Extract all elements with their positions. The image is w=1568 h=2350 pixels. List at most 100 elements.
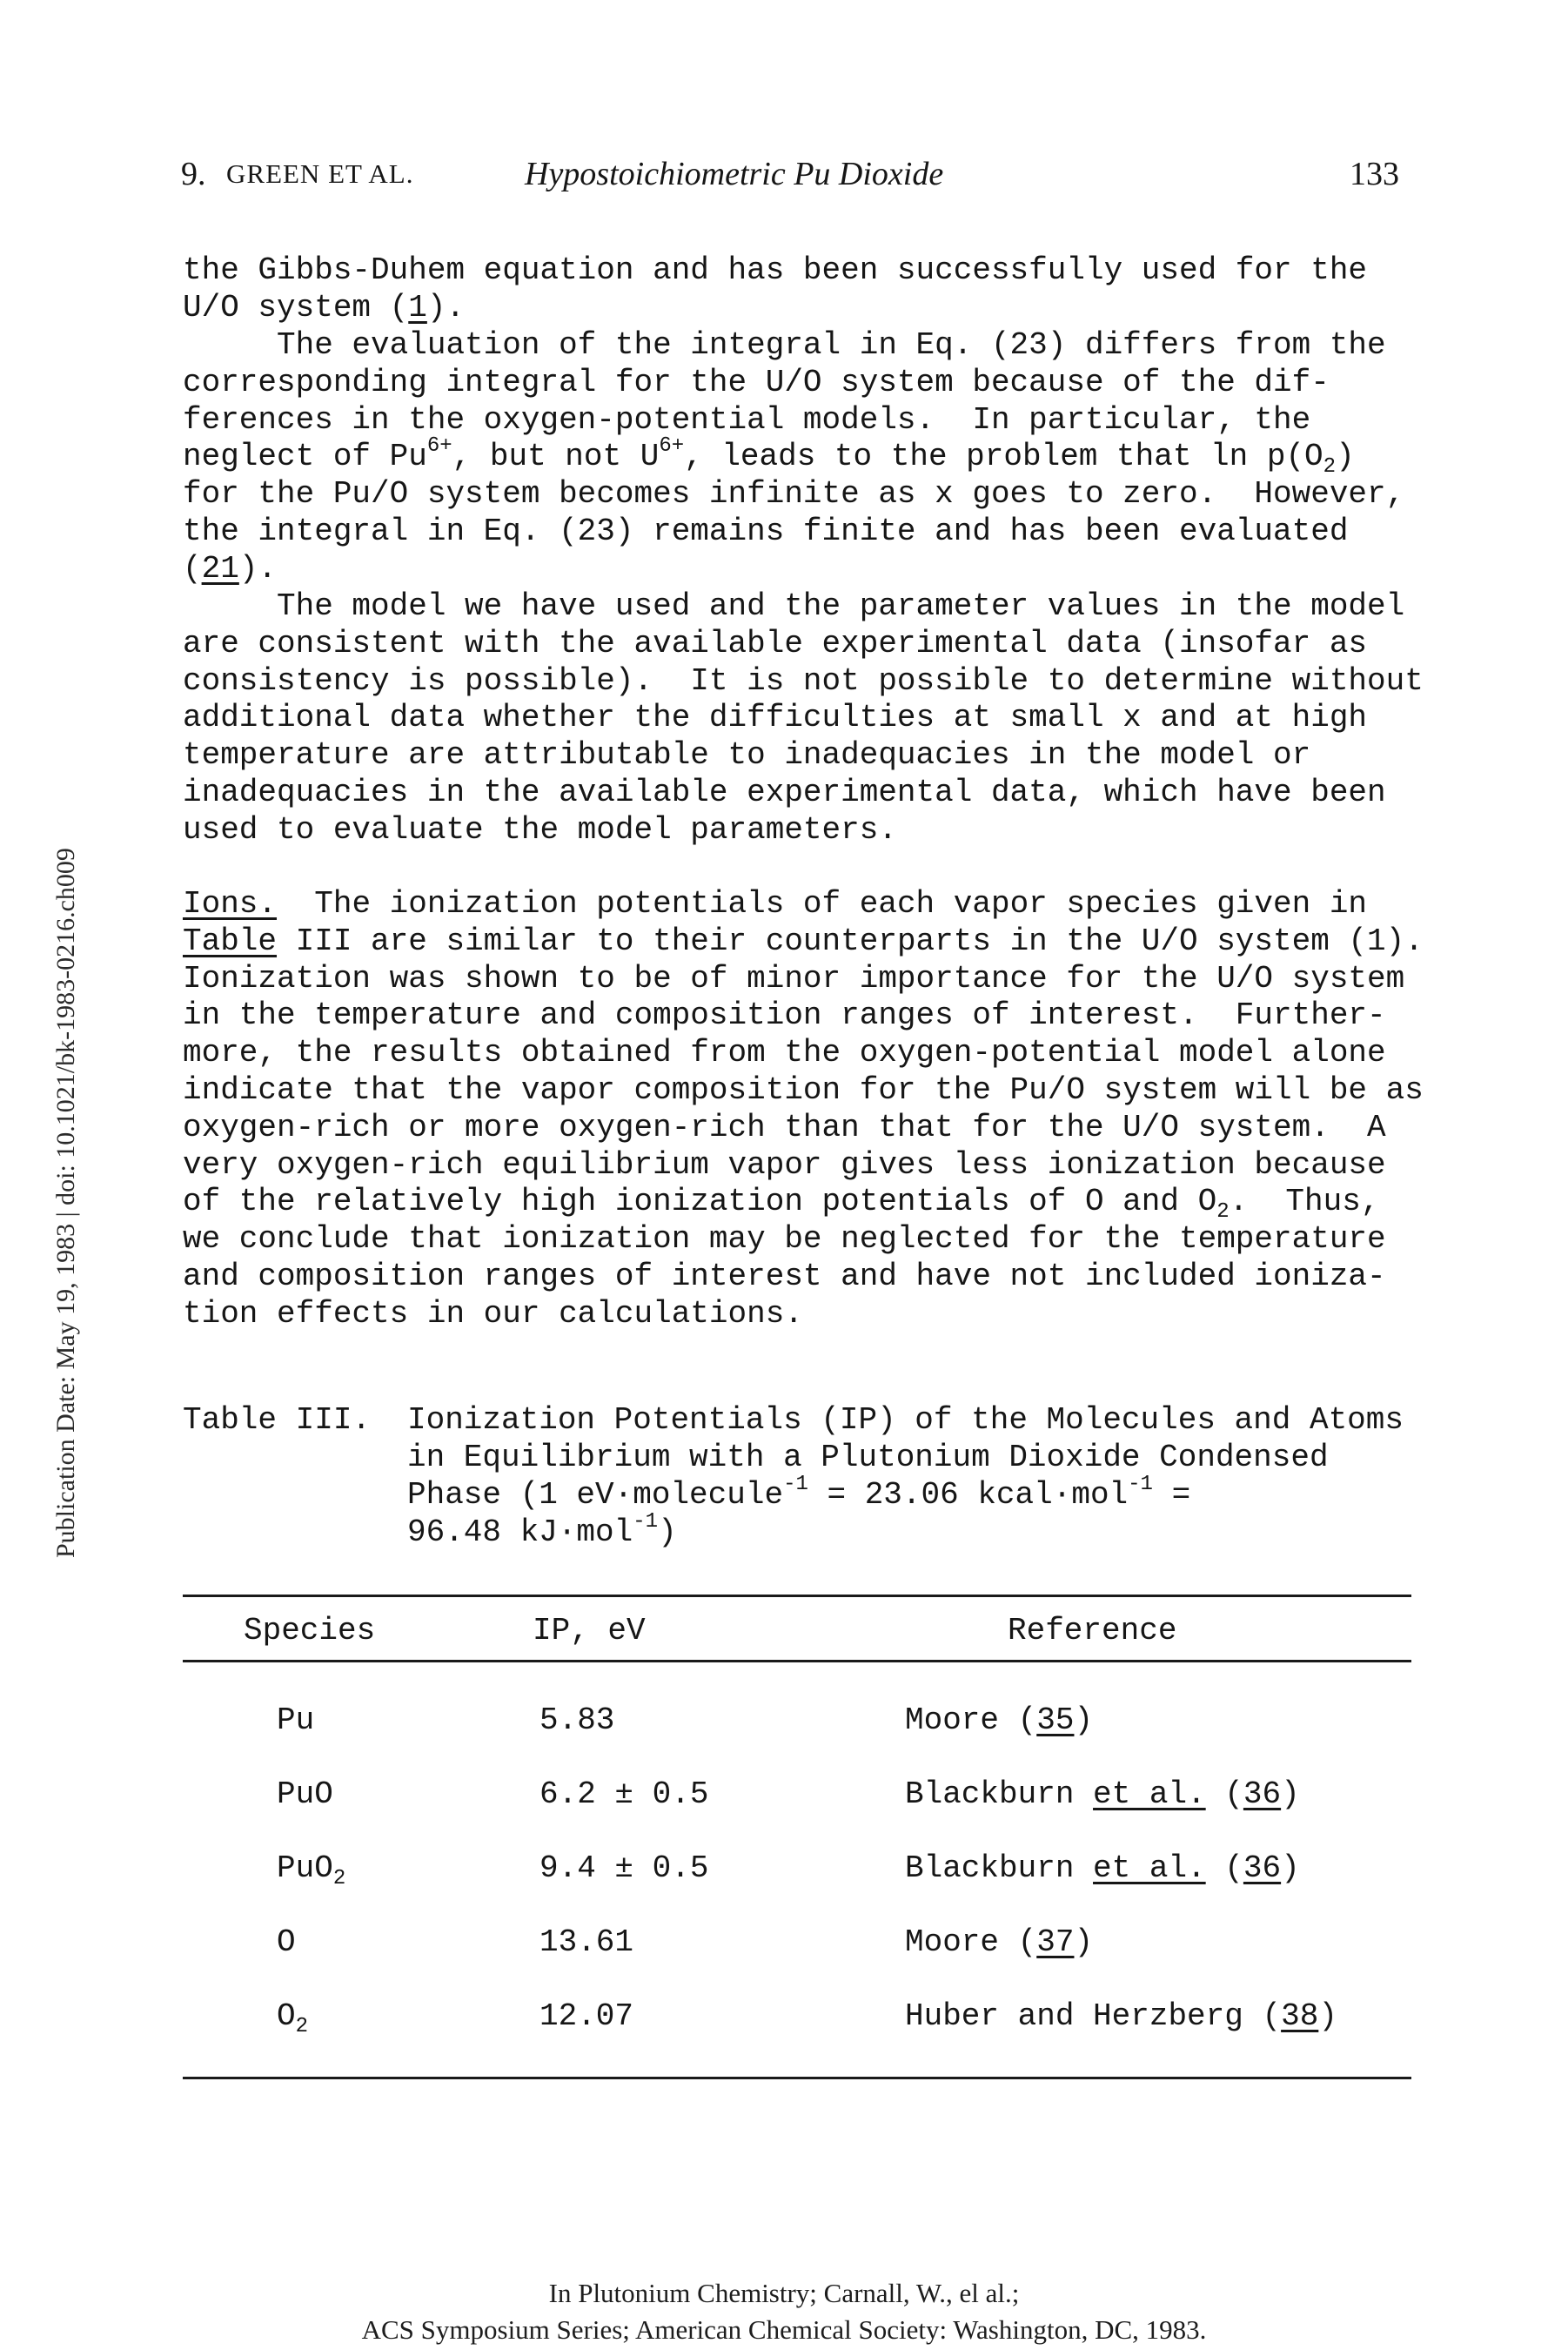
text-span: of the relatively high ionization potent… [183, 1184, 1217, 1220]
column-header-reference: Reference [1008, 1613, 1177, 1648]
text-line: indicate that the vapor composition for … [183, 1071, 1424, 1108]
cell-reference: Blackburn et al. (36) [905, 1850, 1300, 1886]
cell-reference: Huber and Herzberg (38) [905, 1998, 1337, 2034]
text-span: ) [1336, 439, 1355, 475]
text-line: the integral in Eq. (23) remains finite … [183, 513, 1349, 549]
text-line: in the temperature and composition range… [183, 997, 1386, 1034]
table-row: O2 12.07 Huber and Herzberg (38) [0, 1998, 1568, 2040]
table-row: PuO2 9.4 ± 0.5 Blackburn et al. (36) [0, 1850, 1568, 1892]
text-line: are consistent with the available experi… [183, 625, 1368, 661]
text-span: ). [238, 550, 278, 587]
citation-link[interactable]: 21 [201, 550, 239, 587]
text-line: consistency is possible). It is not poss… [183, 662, 1424, 699]
chapter-number: 9. [181, 156, 206, 192]
paragraph-2: The evaluation of the integral in Eq. (2… [183, 327, 1453, 588]
text-line: inadequacies in the available experiment… [183, 774, 1386, 810]
text-line: temperature are attributable to inadequa… [183, 737, 1311, 774]
citation-link[interactable]: 37 [1036, 1924, 1075, 1960]
subscript: 2 [1216, 1200, 1230, 1225]
table-row: PuO 6.2 ± 0.5 Blackburn et al. (36) [0, 1776, 1568, 1818]
species-formula: O [277, 1998, 296, 2034]
paragraph-ions: Ions. The ionization potentials of each … [183, 886, 1453, 1333]
footer-line: ACS Symposium Series; American Chemical … [361, 2314, 1207, 2345]
text-span: Huber and Herzberg [905, 1998, 1243, 2034]
text-span: Phase (1 eV·molecule [407, 1477, 784, 1513]
text-span: ) [1281, 1776, 1300, 1812]
subscript: 2 [332, 1867, 346, 1890]
text-line: oxygen-rich or more oxygen-rich than tha… [183, 1109, 1386, 1145]
caption-line: 96.48 kJ·mol-1) [407, 1512, 1538, 1551]
text-line: and composition ranges of interest and h… [183, 1258, 1386, 1294]
cell-species: O [277, 1924, 296, 1960]
text-line: of the relatively high ionization potent… [183, 1184, 1453, 1225]
cell-ip: 12.07 [539, 1998, 634, 2034]
cell-species: PuO [277, 1776, 333, 1812]
text-span: ) [1281, 1850, 1300, 1886]
cell-species: O2 [277, 1998, 308, 2038]
text-line: the Gibbs-Duhem equation and has been su… [183, 252, 1368, 288]
text-span: = [1152, 1477, 1191, 1513]
text-span: ). [426, 289, 466, 326]
header-authors: GREEN ET AL. [226, 158, 414, 189]
text-span: ( [999, 1702, 1037, 1738]
text-line: (21). [183, 551, 1453, 588]
text-line: Table III are similar to their counterpa… [183, 923, 1453, 961]
table-top-rule [183, 1595, 1411, 1597]
citation-link[interactable]: 35 [1036, 1702, 1075, 1738]
text-line: The evaluation of the integral in Eq. (2… [183, 327, 1386, 363]
superscript: 6+ [426, 434, 452, 459]
text-span: = 23.06 kcal·mol [807, 1477, 1129, 1513]
text-span: ( [999, 1924, 1037, 1960]
superscript: 6+ [659, 434, 685, 459]
section-heading: Ions. [183, 886, 278, 922]
footer-line: In Plutonium Chemistry; Carnall, W., el … [548, 2278, 1020, 2308]
publication-stamp: Publication Date: May 19, 1983 | doi: 10… [51, 848, 80, 1558]
caption-line: Ionization Potentials (IP) of the Molecu… [407, 1402, 1404, 1438]
species-formula: Pu [277, 1702, 315, 1738]
table-label: Table III. [183, 1402, 372, 1438]
text-span: Moore [905, 1924, 1000, 1960]
text-span: , but not U [452, 439, 660, 475]
text-span: ( [1205, 1776, 1243, 1812]
citation-link[interactable]: 1 [408, 289, 427, 326]
table-header-rule [183, 1660, 1411, 1662]
species-formula: O [277, 1924, 296, 1960]
text-span: ) [1074, 1924, 1094, 1960]
text-line: corresponding integral for the U/O syste… [183, 364, 1330, 400]
text-line: U/O system (1). [183, 290, 1453, 327]
text-span: neglect of Pu [183, 439, 427, 475]
cell-ip: 6.2 ± 0.5 [539, 1776, 709, 1812]
text-span: ) [658, 1514, 677, 1550]
text-span: The ionization potentials of each vapor … [277, 886, 1368, 922]
cell-ip: 5.83 [539, 1702, 615, 1738]
column-header-species: Species [244, 1613, 376, 1648]
text-span: , leads to the problem that ln p(O [684, 439, 1323, 475]
text-line: Ionization was shown to be of minor impo… [183, 960, 1405, 997]
superscript: -1 [1128, 1473, 1153, 1496]
table-reference: Table [183, 923, 278, 959]
superscript: -1 [783, 1473, 808, 1496]
column-header-ip: IP, eV [533, 1613, 646, 1648]
superscript: -1 [633, 1510, 659, 1534]
cell-species: Pu [277, 1702, 314, 1738]
citation-link[interactable]: 38 [1281, 1998, 1319, 2034]
cell-ip: 9.4 ± 0.5 [539, 1850, 709, 1886]
caption-line: in Equilibrium with a Plutonium Dioxide … [407, 1440, 1329, 1475]
table-bottom-rule [183, 2077, 1411, 2079]
citation-link[interactable]: 36 [1243, 1776, 1282, 1812]
text-span: Blackburn [905, 1776, 1094, 1812]
running-header: 9. GREEN ET AL. Hypostoichiometric Pu Di… [181, 155, 1399, 207]
text-span: ( [183, 550, 202, 587]
table-row: Pu 5.83 Moore (35) [0, 1702, 1568, 1744]
citation-link[interactable]: 36 [1243, 1850, 1282, 1886]
et-al: et al. [1093, 1850, 1206, 1886]
text-line: more, the results obtained from the oxyg… [183, 1035, 1386, 1071]
text-span: Blackburn [905, 1850, 1094, 1886]
species-formula: PuO [277, 1776, 333, 1812]
text-span: ) [1318, 1998, 1337, 2034]
et-al: et al. [1093, 1776, 1206, 1812]
text-line: Ions. The ionization potentials of each … [183, 886, 1453, 923]
cell-reference: Moore (35) [905, 1702, 1093, 1738]
text-line: ferences in the oxygen-potential models.… [183, 401, 1311, 438]
text-line: we conclude that ionization may be negle… [183, 1221, 1386, 1258]
